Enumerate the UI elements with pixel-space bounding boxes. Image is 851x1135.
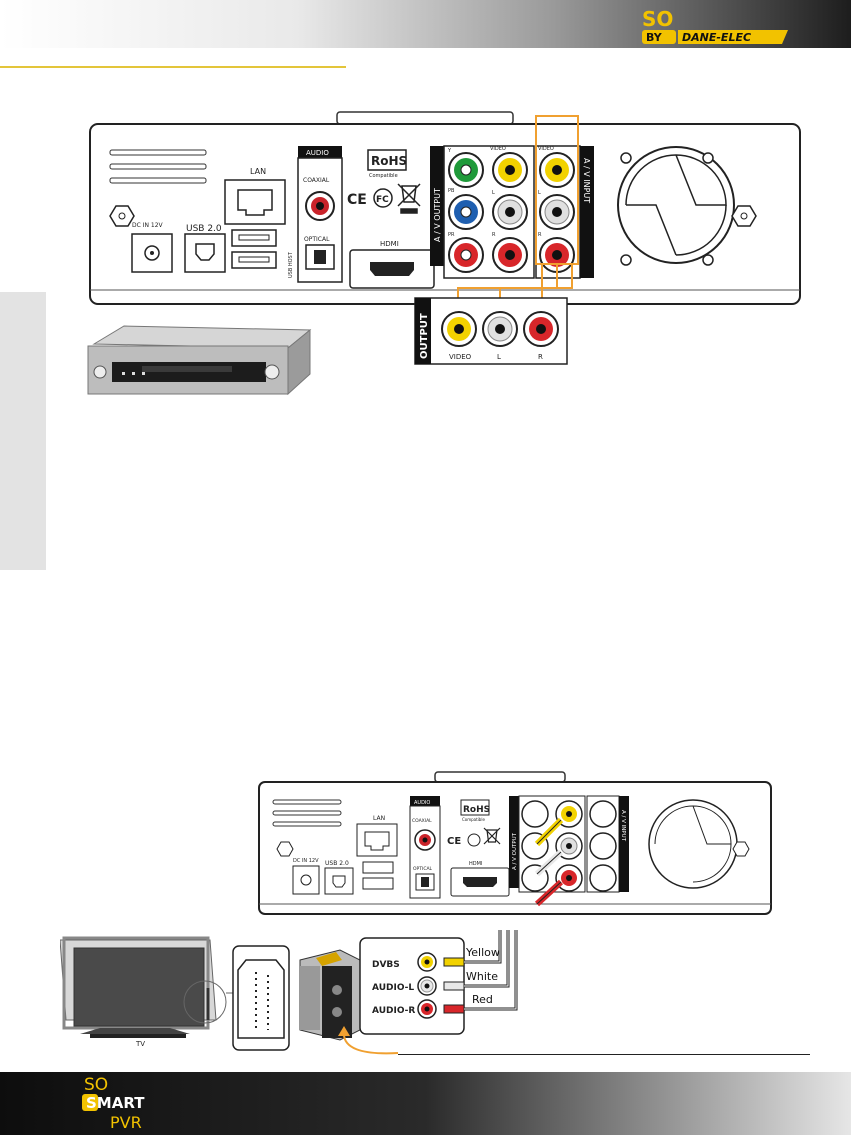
rca-jack-pb [448, 194, 484, 230]
usb-label: USB 2.0 [186, 224, 222, 234]
audio-label-bg [298, 146, 342, 158]
rca-jack-video-out [492, 152, 528, 188]
fan-grille [602, 140, 735, 270]
vent-slot [109, 149, 207, 156]
lan-label: LAN [250, 167, 266, 176]
usb-host-port [362, 861, 394, 874]
rca-jack-l-out [492, 194, 528, 230]
header-rule [0, 66, 346, 68]
screw-icon [276, 841, 294, 857]
rca-jack-l-in [539, 194, 575, 230]
output-video-label: VIDEO [449, 353, 472, 361]
jack-audio-l-label: AUDIO-L [372, 983, 414, 993]
ce-mark: CE [447, 836, 461, 847]
rca-jack-output-l [482, 311, 518, 347]
svg-text:L: L [492, 190, 495, 196]
svg-text:R: R [538, 232, 542, 238]
weee-bin-icon [397, 183, 421, 214]
output-r-label: R [538, 353, 543, 361]
ce-mark: CE [347, 192, 367, 208]
rca-jack-pr [448, 237, 484, 273]
rca-jack-video-in [539, 152, 575, 188]
dc-in-label: DC IN 12V [132, 222, 164, 229]
logo-by-text: BY [646, 31, 663, 44]
rca-jack-y [448, 152, 484, 188]
svg-text:Y: Y [447, 148, 452, 154]
svg-text:PR: PR [448, 232, 455, 238]
av-jack-panel: DVBS AUDIO-L AUDIO-R [359, 937, 465, 1035]
cable-red-label: Red [472, 993, 493, 1006]
svg-text:A / V INPUT: A / V INPUT [620, 810, 626, 842]
audio-label: AUDIO [306, 149, 329, 157]
brand-logo-top: SO BY DANE-ELEC [642, 7, 788, 44]
vent-slot [109, 177, 207, 184]
fc-mark: FC [376, 195, 389, 205]
logo-pvr: PVR [110, 1113, 142, 1132]
connection-diagram: TV DVBS AUDIO-L AUDIO-R [60, 930, 518, 1055]
jack-audio-r-label: AUDIO-R [372, 1006, 415, 1016]
svg-text:R: R [492, 232, 496, 238]
rohs-compatible-label: Compatible [369, 173, 398, 179]
svg-text:L: L [538, 190, 541, 196]
caption-rule [398, 1054, 810, 1055]
vent-slot [109, 163, 207, 170]
screw-icon [732, 841, 750, 857]
svg-text:OPTICAL: OPTICAL [413, 866, 433, 872]
jack-dvbs-label: DVBS [372, 960, 400, 970]
logo-so-text: SO [642, 7, 673, 31]
svg-text:AUDIO: AUDIO [414, 800, 430, 806]
cable-white-label: White [466, 970, 498, 983]
svg-text:RoHS: RoHS [463, 805, 490, 815]
svg-text:LAN: LAN [373, 815, 385, 822]
tv-label: TV [135, 1040, 145, 1048]
optical-label: OPTICAL [304, 236, 330, 243]
rca-jack-output-video [441, 311, 477, 347]
cable-yellow-label: Yellow [465, 946, 500, 959]
scart-adapter [299, 949, 361, 1041]
rohs-mark [367, 149, 407, 171]
usb-host-label: USB HOST [288, 251, 294, 278]
footer-bar [0, 1072, 851, 1135]
coaxial-label: COAXIAL [303, 177, 330, 184]
tv-illustration: TV [60, 936, 227, 1048]
rca-plugs-inserted [534, 817, 564, 907]
side-tab [0, 292, 46, 570]
svg-text:VIDEO: VIDEO [490, 146, 506, 152]
rear-panel-diagram: DC IN 12V USB 2.0 LAN USB HOST AUDIO COA… [89, 111, 801, 305]
svg-text:DC IN 12V: DC IN 12V [293, 858, 319, 864]
output-title: OUTPUT [419, 313, 430, 359]
rear-panel-small: DC IN 12V USB 2.0 LAN AUDIO COAXIAL OPTI… [258, 771, 772, 915]
output-jack-box: OUTPUT VIDEO L R [414, 297, 568, 365]
output-l-label: L [497, 353, 501, 361]
svg-text:A / V OUTPUT: A / V OUTPUT [512, 832, 518, 870]
svg-text:COAXIAL: COAXIAL [412, 818, 432, 824]
svg-text:USB 2.0: USB 2.0 [325, 860, 349, 867]
brand-logo-bottom: SO SMART PVR [82, 1075, 145, 1132]
rca-jack-r-out [492, 237, 528, 273]
av-output-label: A / V OUTPUT [433, 188, 442, 242]
svg-text:HDMI: HDMI [469, 861, 482, 867]
svg-text:VIDEO: VIDEO [538, 146, 554, 152]
av-input-label: A / V INPUT [582, 158, 591, 203]
scart-socket [232, 945, 290, 1051]
svg-text:Compatible: Compatible [462, 817, 485, 822]
source-device-illustration [87, 325, 312, 396]
hdmi-label: HDMI [380, 240, 399, 248]
rca-jack-output-r [523, 311, 559, 347]
svg-text:PB: PB [448, 188, 455, 194]
logo-so-bottom: SO [84, 1075, 108, 1095]
usb-host-port [362, 877, 394, 890]
logo-maker-text: DANE-ELEC [682, 31, 751, 44]
logo-smart: SMART [86, 1094, 145, 1112]
arrow-icon [342, 1031, 399, 1055]
svg-text:RoHS: RoHS [371, 154, 407, 168]
